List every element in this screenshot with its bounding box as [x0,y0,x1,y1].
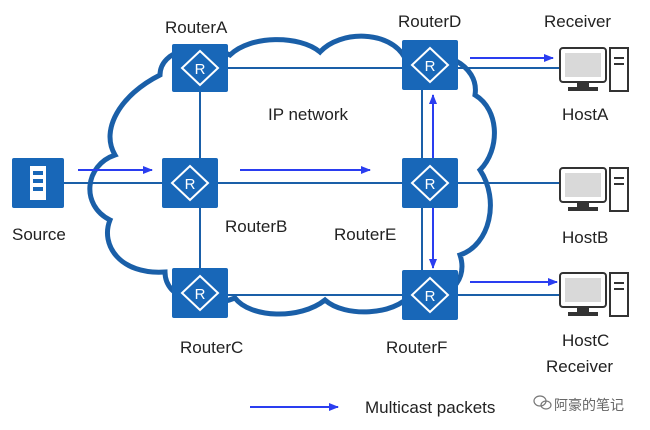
host-a-role-label: Receiver [544,12,611,31]
host-c-computer [559,272,629,317]
router-c-label: RouterC [180,338,243,357]
multicast-arrows [78,54,558,411]
router-icon [162,158,218,208]
router-icon [402,158,458,208]
router-f-label: RouterF [386,338,447,357]
router-b: R [162,158,218,208]
source-label: Source [12,225,66,244]
router-icon [172,44,228,92]
svg-text:R: R [425,288,436,305]
host-c-role-label: Receiver [546,357,613,376]
legend-label: Multicast packets [365,398,495,417]
router-icon [402,40,458,90]
router-b-label: RouterB [225,217,287,236]
svg-text:R: R [425,58,436,75]
network-label: IP network [268,105,349,124]
router-a-label: RouterA [165,18,228,37]
router-icon [402,270,458,320]
router-d-label: RouterD [398,12,461,31]
router-a: R [172,44,228,92]
router-e: R [402,158,458,208]
router-e-label: RouterE [334,225,396,244]
tower-icon [609,272,629,317]
tower-icon [609,47,629,92]
source-server [12,158,64,208]
router-c: R [172,268,228,318]
host-b-computer [559,167,629,212]
host-b-label: HostB [562,228,608,247]
router-icon [172,268,228,318]
svg-text:R: R [195,286,206,303]
tower-icon [609,167,629,212]
wechat-icon [533,395,552,410]
svg-text:R: R [425,176,436,193]
host-c-label: HostC [562,331,609,350]
watermark-text: 阿豪的笔记 [554,398,624,414]
watermark: 阿豪的笔记 [533,395,624,414]
router-f: R [402,270,458,320]
svg-text:R: R [195,61,206,78]
host-a-computer [559,47,629,92]
network-links [62,67,568,296]
svg-text:R: R [185,176,196,193]
router-d: R [402,40,458,90]
host-a-label: HostA [562,105,609,124]
